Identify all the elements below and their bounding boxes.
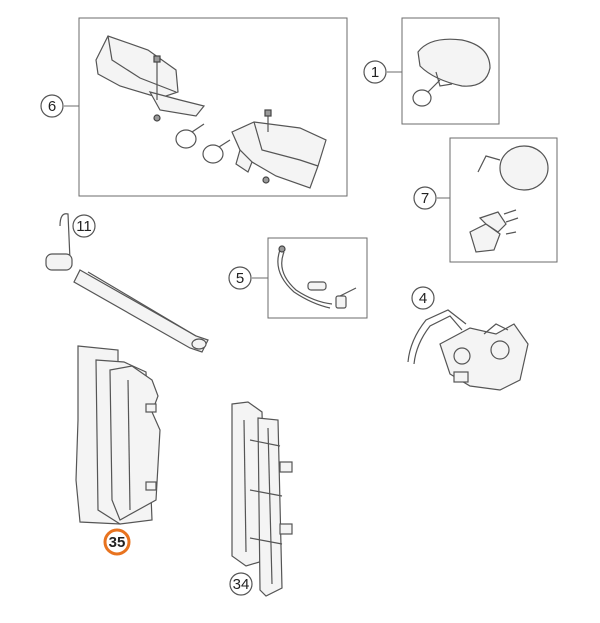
part-group-5[interactable] [267,237,368,319]
part-group-35[interactable] [75,345,161,525]
callout-7-label: 7 [421,190,429,207]
callout-6[interactable]: 6 [40,94,79,118]
hand-guard-right [231,109,327,189]
callout-1-label: 1 [371,64,379,81]
part-group-11[interactable] [45,213,209,353]
callout-5[interactable]: 5 [228,266,268,290]
part-group-1[interactable] [401,17,500,125]
clamp-parts [175,123,231,164]
callout-34-label: 34 [233,576,250,593]
callout-7[interactable]: 7 [413,186,450,210]
hand-guard-left [95,35,206,122]
part-group-6[interactable] [78,17,348,197]
part-group-7[interactable] [449,137,558,263]
part-group-4[interactable] [407,309,529,391]
callout-1[interactable]: 1 [363,60,402,84]
callout-35[interactable]: 35 [103,528,131,556]
callout-35-label: 35 [109,534,126,551]
callout-4-label: 4 [419,290,427,307]
callout-4[interactable]: 4 [411,286,435,310]
callout-6-label: 6 [48,98,56,115]
highlight-ring [103,528,131,556]
callout-5-label: 5 [236,270,244,287]
callout-34[interactable]: 34 [229,572,253,596]
callout-11[interactable]: 11 [72,214,96,238]
part-group-34[interactable] [231,401,293,597]
callout-11-label: 11 [76,218,92,235]
